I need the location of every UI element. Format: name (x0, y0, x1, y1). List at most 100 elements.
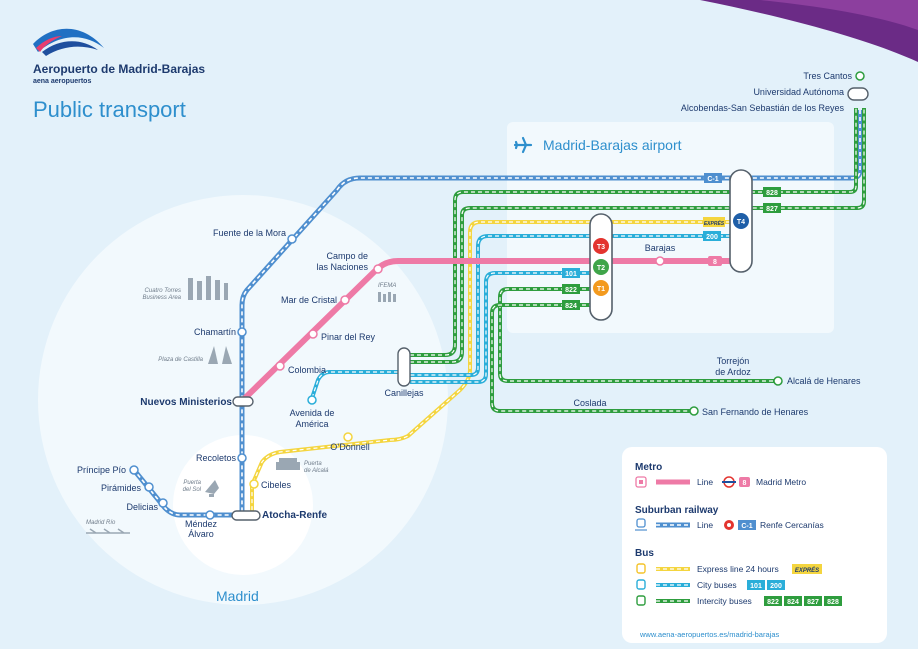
legend-bus-city: City buses (697, 580, 737, 590)
station-label-torrejon-2: de Ardoz (715, 367, 751, 377)
legend-city-badge-101: 101 (747, 580, 765, 590)
nuevos-ministerios-interchange[interactable] (232, 396, 254, 407)
corner-decoration (700, 0, 918, 62)
landmark-puerta-alcala-2: de Alcalá (304, 468, 329, 474)
legend-bus-heading: Bus (635, 548, 654, 559)
website-link[interactable]: www.aena-aeropuertos.es/madrid-barajas (639, 630, 779, 639)
svg-text:828: 828 (827, 599, 839, 606)
svg-text:101: 101 (750, 583, 762, 590)
aena-logo (33, 28, 104, 56)
svg-text:C-1: C-1 (741, 523, 752, 530)
station-dot-pinar-rey[interactable] (308, 329, 318, 339)
station-dot-cibeles[interactable] (249, 479, 259, 489)
station-label-alcobendas: Alcobendas-San Sebastián de los Reyes (681, 103, 845, 113)
universidad-interchange[interactable] (847, 87, 869, 101)
station-label-avenida-america-2: América (295, 419, 328, 429)
legend-express-badge: EXPRÉS (792, 564, 822, 574)
station-dot-recoletos[interactable] (237, 453, 247, 463)
cuatro-torres-icon (188, 276, 228, 300)
route-badge-metro-8: 8 (708, 256, 722, 266)
station-dot-mendez-alvaro[interactable] (205, 510, 215, 520)
station-dot-delicias[interactable] (158, 498, 168, 508)
station-dot-piramides[interactable] (144, 482, 154, 492)
station-label-atocha: Atocha-Renfe (262, 510, 327, 521)
station-label-coslada: Coslada (573, 398, 606, 408)
landmark-puerta-sol-1: Puerta (183, 480, 201, 486)
legend-bus-express: Express line 24 hours (697, 564, 779, 574)
legend-rail-heading: Suburban railway (635, 505, 719, 516)
route-badge-101: 101 (562, 268, 580, 278)
puerta-sol-icon (205, 480, 219, 497)
city-zone-label: Madrid (216, 588, 259, 604)
svg-text:828: 828 (766, 190, 778, 197)
station-label-alcala: Alcalá de Henares (787, 376, 861, 386)
landmark-madrid-rio: Madrid Río (86, 520, 116, 526)
route-badge-828: 828 (763, 187, 781, 197)
station-dot-san-fernando[interactable] (689, 406, 699, 416)
route-badge-express: EXPRÉS (703, 217, 725, 227)
station-dot-campo-naciones[interactable] (373, 264, 383, 274)
station-label-mendez-2: Álvaro (188, 529, 214, 539)
legend-intercity-badge-822: 822 (764, 596, 782, 606)
airport-zone-label: Madrid-Barajas airport (543, 137, 682, 153)
legend-metro-network: Madrid Metro (756, 477, 806, 487)
city-bus-200 (410, 234, 730, 377)
intercity-buses-north (410, 108, 866, 364)
terminal-t1-badge: T1 (593, 280, 609, 296)
station-label-tres-cantos: Tres Cantos (803, 71, 852, 81)
landmark-puerta-sol-2: del Sol (183, 487, 202, 493)
landmark-plaza-castilla: Plaza de Castilla (158, 357, 203, 363)
station-dot-barajas[interactable] (655, 256, 665, 266)
svg-text:827: 827 (766, 206, 778, 213)
city-bus-101 (310, 271, 600, 399)
intercity-bus-824 (490, 303, 694, 413)
station-label-pinar-rey: Pinar del Rey (321, 332, 376, 342)
station-dot-mar-cristal[interactable] (340, 295, 350, 305)
terminal-t3-badge: T3 (593, 238, 609, 254)
svg-text:T1: T1 (597, 286, 605, 293)
metro-icon (635, 476, 647, 488)
station-markers (129, 71, 865, 520)
station-label-principe-pio: Príncipe Pío (77, 465, 126, 475)
station-label-fuente-mora: Fuente de la Mora (213, 228, 286, 238)
svg-text:824: 824 (565, 303, 577, 310)
brand-subtitle: aena aeropuertos (33, 78, 91, 85)
station-dot-fuente-mora[interactable] (287, 234, 297, 244)
station-dot-tres-cantos[interactable] (855, 71, 865, 81)
route-badge-c1: C-1 (704, 173, 722, 183)
svg-text:T2: T2 (597, 265, 605, 272)
svg-text:827: 827 (807, 599, 819, 606)
station-label-delicias: Delicias (126, 502, 158, 512)
svg-text:822: 822 (565, 287, 577, 294)
svg-text:T4: T4 (737, 219, 745, 226)
station-label-canillejas: Canillejas (384, 388, 424, 398)
legend-rail-network: Renfe Cercanías (760, 520, 824, 530)
cercanias-icon (724, 520, 734, 530)
station-dot-principe-pio[interactable] (129, 465, 139, 475)
legend-bus-intercity: Intercity buses (697, 596, 752, 606)
station-dot-alcala[interactable] (773, 376, 783, 386)
station-dot-chamartin[interactable] (237, 327, 247, 337)
svg-text:200: 200 (706, 234, 718, 241)
station-label-recoletos: Recoletos (196, 453, 237, 463)
station-label-campo-naciones-1: Campo de (326, 251, 368, 261)
brand-name: Aeropuerto de Madrid-Barajas (33, 62, 205, 76)
legend-rail-badge: C-1 (738, 520, 756, 530)
station-dot-avenida-america[interactable] (307, 395, 317, 405)
station-label-san-fernando: San Fernando de Henares (702, 407, 809, 417)
svg-text:200: 200 (770, 583, 782, 590)
canillejas-interchange[interactable] (397, 347, 411, 387)
station-label-campo-naciones-2: las Naciones (316, 262, 368, 272)
station-dot-colombia[interactable] (275, 361, 285, 371)
legend-metro-line: Line (697, 477, 713, 487)
landmark-puerta-alcala-1: Puerta (304, 461, 322, 467)
landmark-cuatro-torres-2: Business Area (143, 295, 182, 301)
atocha-interchange[interactable] (231, 510, 261, 521)
station-dot-odonnell[interactable] (343, 432, 353, 442)
svg-text:101: 101 (565, 271, 577, 278)
legend-metro-heading: Metro (635, 462, 662, 473)
landmark-cuatro-torres-1: Cuatro Torres (145, 288, 181, 294)
plaza-castilla-icon (208, 346, 232, 364)
station-label-chamartin: Chamartín (194, 327, 236, 337)
legend-intercity-badge-828: 828 (824, 596, 842, 606)
